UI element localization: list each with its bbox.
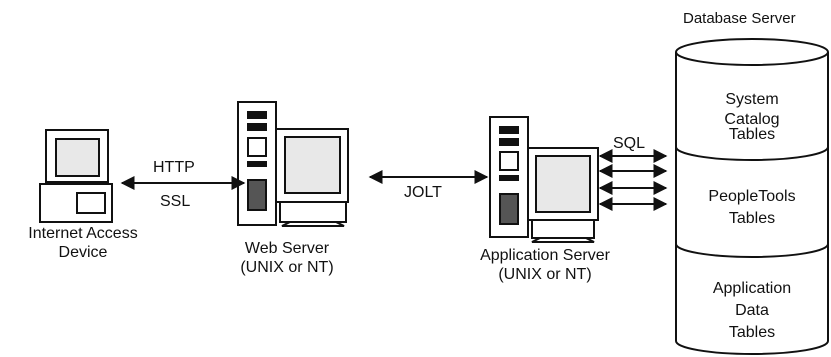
internet-device-label: Internet Access Device: [8, 224, 158, 262]
pc-icon: [39, 129, 113, 223]
database-cylinder-icon: [675, 38, 829, 355]
sql-arrows: [598, 149, 668, 211]
sql-label: SQL: [613, 135, 646, 152]
db-section-line: Data: [735, 302, 769, 319]
http-label: HTTP: [153, 159, 195, 176]
internet-device-label-line1: Internet Access: [28, 225, 138, 242]
db-section-system-catalog: System Catalog Tables: [684, 90, 820, 145]
db-section-line: Tables: [728, 324, 776, 341]
jolt-label: JOLT: [404, 184, 442, 201]
web-server-label-line1: Web Server: [244, 240, 330, 257]
web-server-label-line2: (UNIX or NT): [240, 259, 334, 276]
internet-device-label-line2: Device: [58, 244, 108, 261]
db-section-line: Application: [712, 280, 792, 297]
db-section-line: PeopleTools: [708, 188, 796, 205]
app-server-label: Application Server (UNIX or NT): [460, 246, 630, 284]
app-server-label-line2: (UNIX or NT): [498, 266, 592, 283]
web-server-icon: [237, 101, 349, 227]
web-server-label: Web Server (UNIX or NT): [222, 239, 352, 277]
db-section-line: Tables: [728, 126, 776, 143]
db-section-application-data: Application Data Tables: [684, 278, 820, 344]
db-section-line: System: [725, 91, 779, 108]
db-section-peopletools: PeopleTools Tables: [684, 186, 820, 230]
application-server-icon: [489, 116, 599, 243]
db-section-line: Catalog: [724, 111, 780, 128]
app-server-label-line1: Application Server: [480, 247, 610, 264]
database-server-title: Database Server: [683, 10, 796, 27]
ssl-label: SSL: [160, 193, 191, 210]
db-section-line: Tables: [728, 210, 776, 227]
